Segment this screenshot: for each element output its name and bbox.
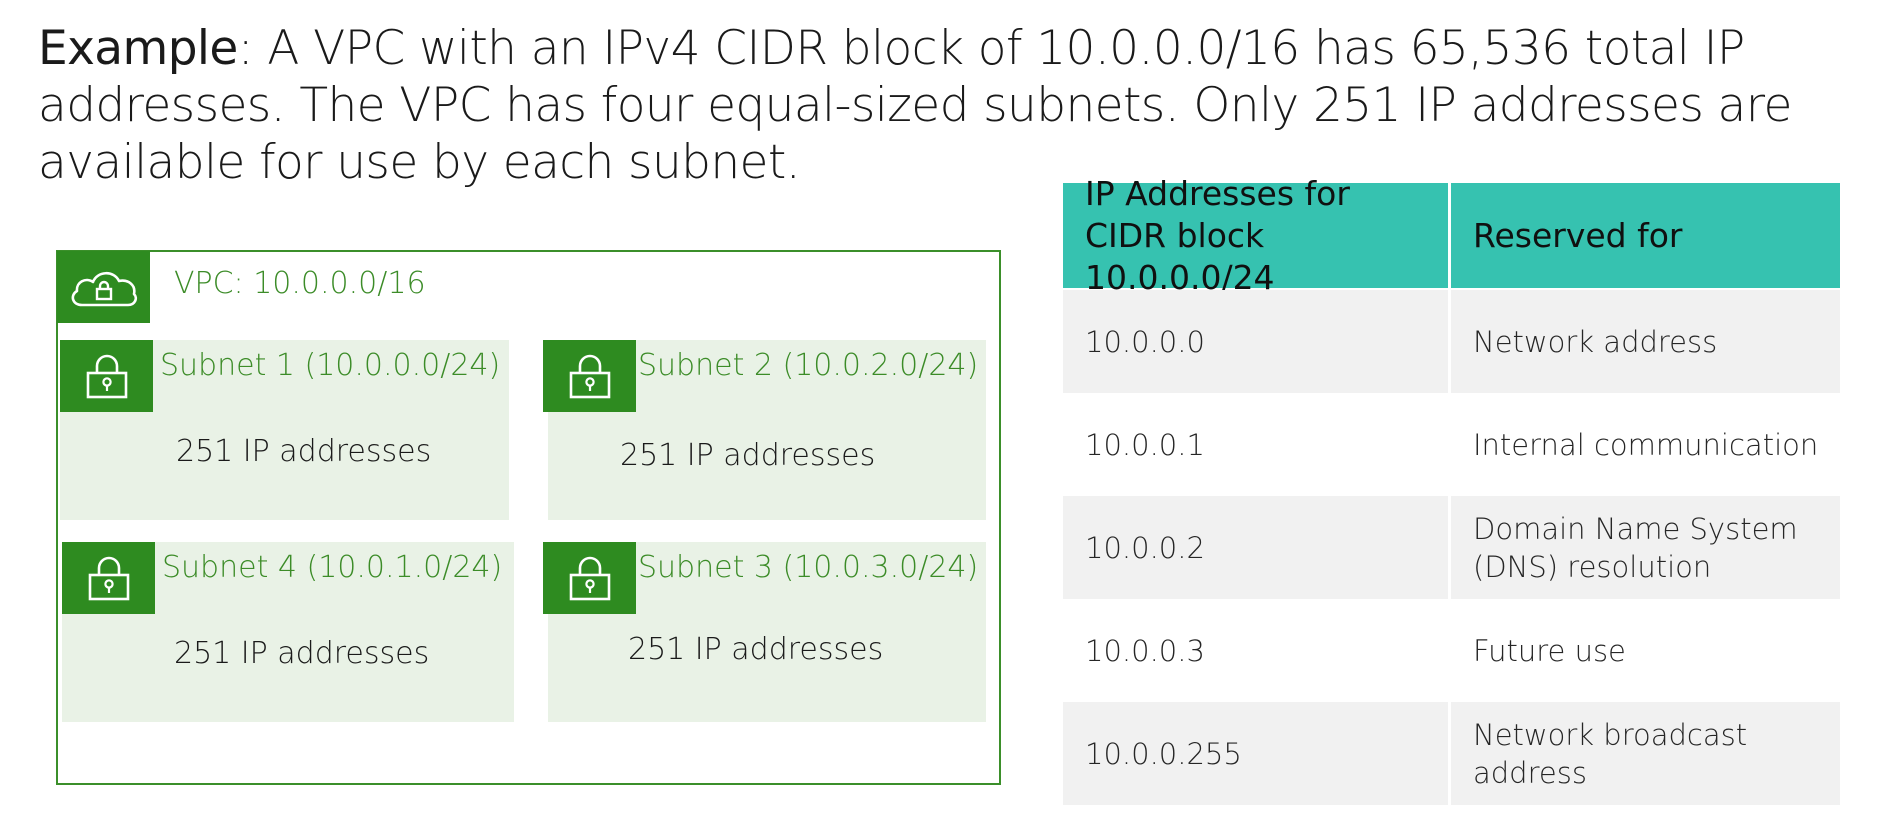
vpc-label: VPC: 10.0.0.0/16 — [174, 266, 426, 301]
table-row: 10.0.0.3 Future use — [1063, 599, 1840, 702]
intro-label: Example — [38, 21, 238, 76]
intro-paragraph: Example: A VPC with an IPv4 CIDR block o… — [38, 20, 1848, 191]
table-row: 10.0.0.1 Internal communication — [1063, 393, 1840, 496]
ip-address-cell: 10.0.0.0 — [1063, 290, 1448, 393]
subnet-card-4: Subnet 4 (10.0.1.0/24) 251 IP addresses — [62, 542, 514, 722]
subnet-ip-count: 251 IP addresses — [620, 438, 876, 473]
subnet-card-3: Subnet 3 (10.0.3.0/24) 251 IP addresses — [543, 542, 986, 722]
lock-icon — [543, 340, 636, 412]
table-row: 10.0.0.255 Network broadcast address — [1063, 702, 1840, 805]
cloud-lock-icon — [57, 251, 150, 323]
ip-address-cell: 10.0.0.3 — [1063, 599, 1448, 702]
ip-address-cell: 10.0.0.255 — [1063, 702, 1448, 805]
table-header-cell: IP Addresses for CIDR block 10.0.0.0/24 — [1063, 174, 1448, 297]
lock-icon — [543, 542, 636, 614]
subnet-ip-count: 251 IP addresses — [628, 632, 884, 667]
reserved-ip-table: IP Addresses for CIDR block 10.0.0.0/24 … — [1063, 174, 1840, 805]
lock-icon — [62, 542, 155, 614]
subnet-ip-count: 251 IP addresses — [176, 434, 432, 469]
subnet-card-1: Subnet 1 (10.0.0.0/24) 251 IP addresses — [60, 340, 509, 520]
subnet-title: Subnet 3 (10.0.3.0/24) — [638, 550, 979, 585]
lock-icon — [60, 340, 153, 412]
vpc-container: VPC: 10.0.0.0/16 Subnet 1 (10.0.0.0/24) … — [56, 250, 1001, 785]
table-row: 10.0.0.0 Network address — [1063, 290, 1840, 393]
subnet-card-2: Subnet 2 (10.0.2.0/24) 251 IP addresses — [543, 340, 986, 520]
reserved-for-cell: Future use — [1451, 599, 1840, 702]
subnet-title: Subnet 4 (10.0.1.0/24) — [162, 550, 503, 585]
intro-text: : A VPC with an IPv4 CIDR block of 10.0.… — [38, 21, 1792, 190]
ip-address-cell: 10.0.0.1 — [1063, 393, 1448, 496]
subnet-ip-count: 251 IP addresses — [174, 636, 430, 671]
table-header-row: IP Addresses for CIDR block 10.0.0.0/24 … — [1063, 174, 1840, 297]
reserved-for-cell: Network broadcast address — [1451, 702, 1840, 805]
reserved-for-cell: Network address — [1451, 290, 1840, 393]
table-row: 10.0.0.2 Domain Name System (DNS) resolu… — [1063, 496, 1840, 599]
reserved-for-cell: Domain Name System (DNS) resolution — [1451, 496, 1840, 599]
reserved-for-cell: Internal communication — [1451, 393, 1840, 496]
subnet-title: Subnet 2 (10.0.2.0/24) — [638, 348, 979, 383]
ip-address-cell: 10.0.0.2 — [1063, 496, 1448, 599]
table-header-cell: Reserved for — [1451, 183, 1840, 288]
subnet-title: Subnet 1 (10.0.0.0/24) — [160, 348, 501, 383]
